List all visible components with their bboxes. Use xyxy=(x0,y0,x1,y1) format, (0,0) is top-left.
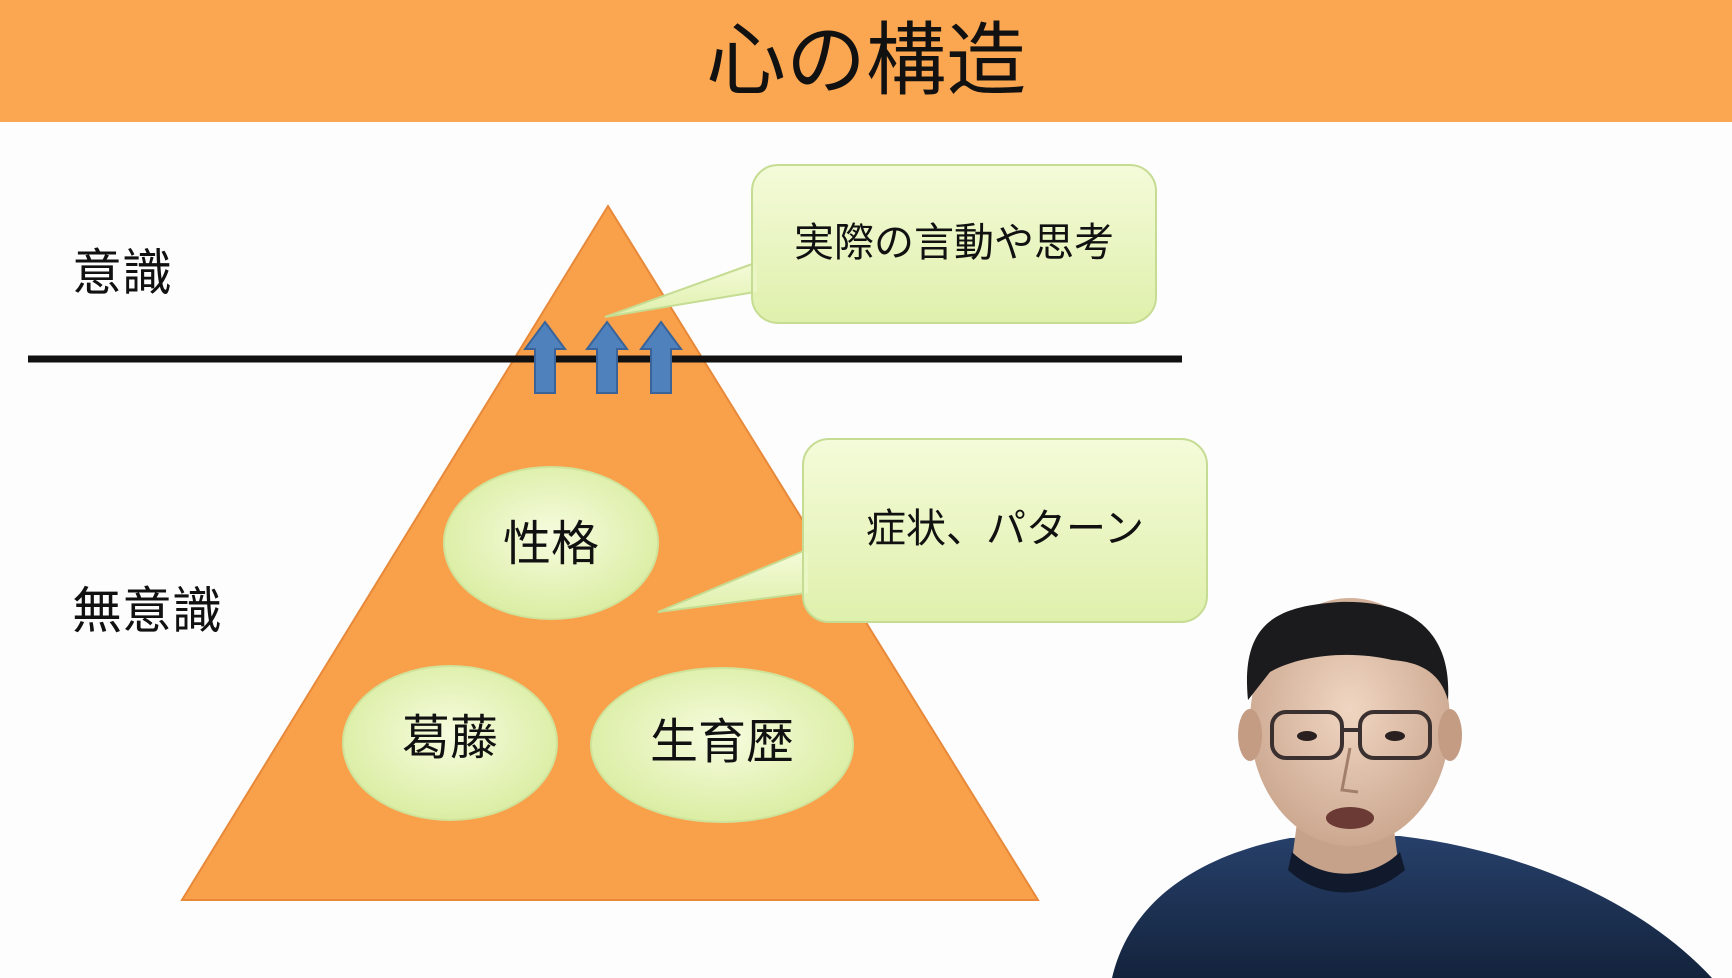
presenter-shirt xyxy=(1112,836,1712,978)
up-arrow-icon xyxy=(639,320,683,394)
up-arrow-icon xyxy=(585,320,629,394)
callout-symptoms-text: 症状、パターン xyxy=(866,506,1144,552)
ellipse-conflict: 葛藤 xyxy=(342,665,558,821)
unconscious-label: 無意識 xyxy=(72,582,222,640)
ellipse-personality: 性格 xyxy=(443,466,659,620)
slide-title: 心の構造 xyxy=(706,14,1026,107)
callout-behavior-text: 実際の言動や思考 xyxy=(794,220,1114,266)
upward-arrows xyxy=(523,320,683,394)
conscious-label: 意識 xyxy=(72,244,172,302)
header-bar xyxy=(0,0,1732,122)
callout-symptoms: 症状、パターン xyxy=(657,438,1208,623)
presenter-hair xyxy=(1246,601,1449,700)
presenter-video xyxy=(1112,598,1712,978)
ellipse-upbringing: 生育歴 xyxy=(590,667,854,823)
glasses-icon xyxy=(1270,710,1432,760)
callout-behavior: 実際の言動や思考 xyxy=(604,164,1157,324)
ellipse-personality-label: 性格 xyxy=(503,516,599,572)
ellipse-upbringing-label: 生育歴 xyxy=(650,714,794,770)
up-arrow-icon xyxy=(523,320,567,394)
ellipse-conflict-label: 葛藤 xyxy=(402,710,498,766)
